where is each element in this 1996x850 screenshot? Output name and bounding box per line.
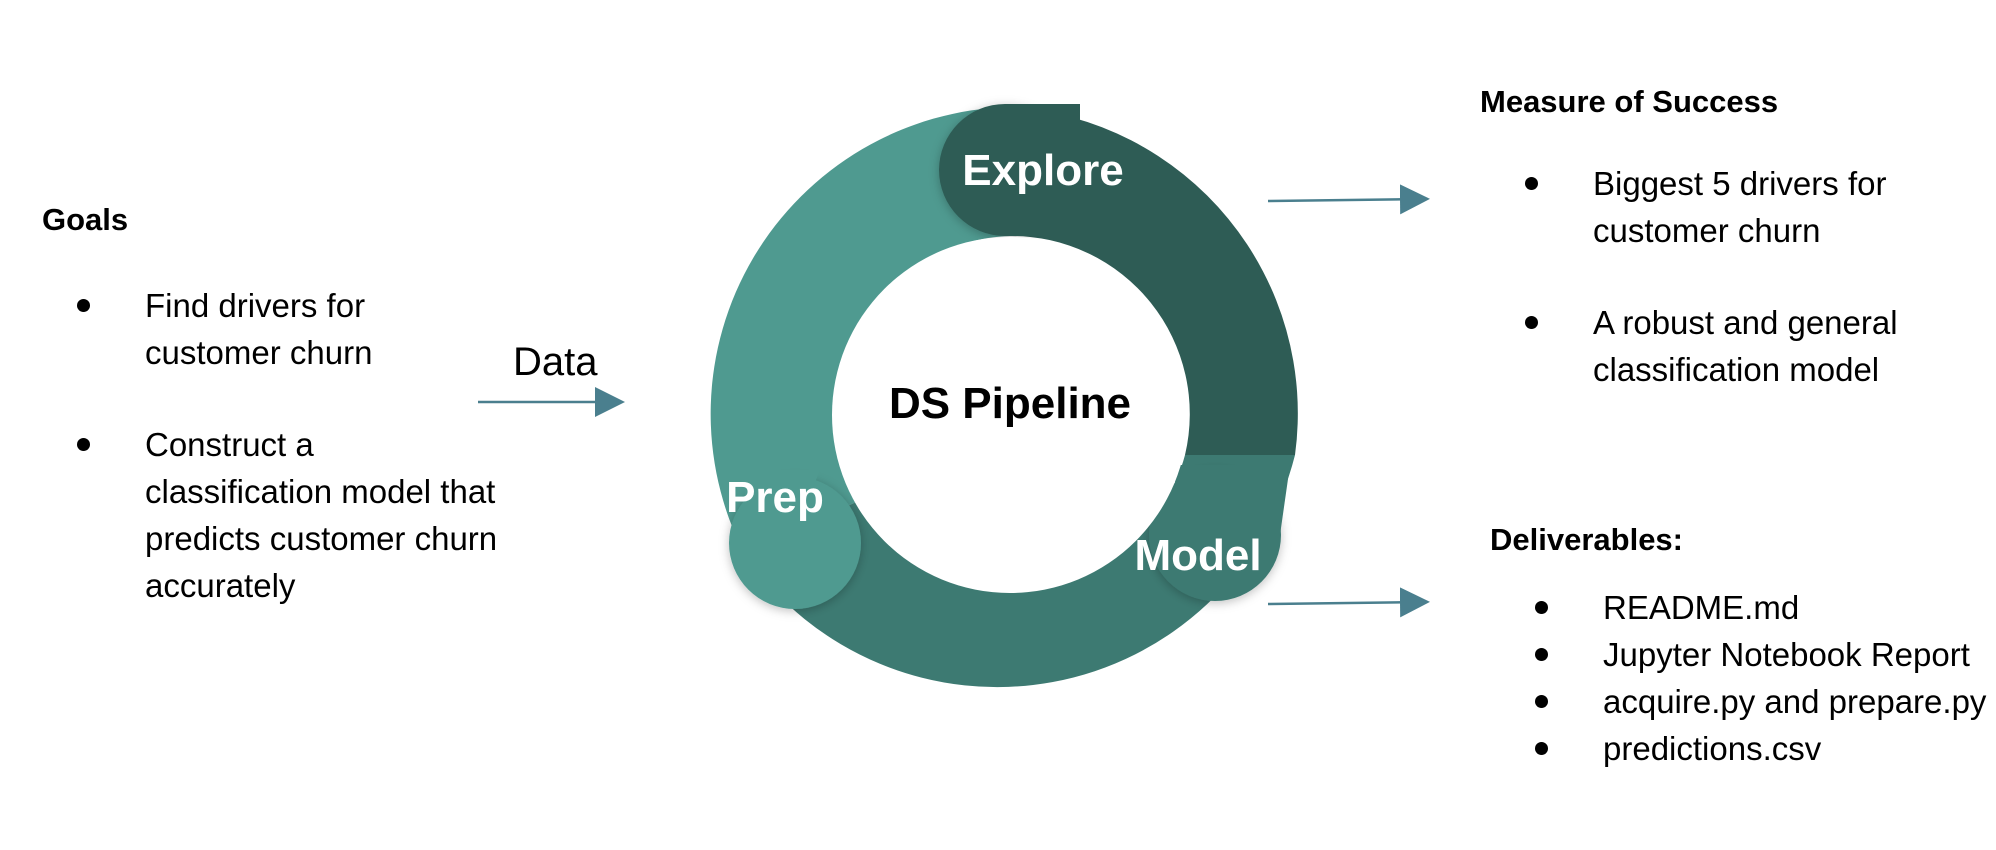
- explore-segment: [1010, 107, 1298, 455]
- stage-explore: Explore: [962, 146, 1123, 195]
- prep-segment: [710, 107, 1010, 555]
- pipeline-title: DS Pipeline: [889, 379, 1131, 428]
- pipeline-center: [832, 237, 1188, 593]
- measure-of-success-heading: Measure of Success: [1480, 84, 1779, 119]
- prep-cap-fill: [745, 470, 820, 520]
- explore-cap-fill: [1005, 104, 1080, 236]
- goals-heading: Goals: [42, 202, 129, 237]
- measure-of-success-list: Biggest 5 drivers for customer churn A r…: [1525, 160, 1973, 393]
- data-label: Data: [513, 340, 598, 384]
- list-item: README.md: [1535, 584, 1993, 631]
- stage-model: Model: [1134, 531, 1261, 580]
- list-item: predictions.csv: [1535, 725, 1993, 772]
- goals-list: Find drivers for customer churn Construc…: [77, 282, 505, 609]
- list-item: Construct a classification model that pr…: [77, 421, 505, 609]
- stage-prep: Prep: [726, 473, 824, 522]
- deliverables-arrow: [1267, 587, 1430, 618]
- model-segment: [745, 455, 1295, 688]
- success-arrow: [1267, 184, 1430, 215]
- list-item: A robust and general classification mode…: [1525, 299, 1973, 393]
- list-item: Find drivers for customer churn: [77, 282, 505, 376]
- list-item: Jupyter Notebook Report: [1535, 631, 1993, 678]
- model-cap-fill: [1175, 465, 1290, 535]
- list-item: acquire.py and prepare.py: [1535, 678, 1993, 725]
- deliverables-heading: Deliverables:: [1490, 522, 1683, 557]
- list-item: Biggest 5 drivers for customer churn: [1525, 160, 1973, 254]
- deliverables-list: README.md Jupyter Notebook Report acquir…: [1535, 584, 1993, 772]
